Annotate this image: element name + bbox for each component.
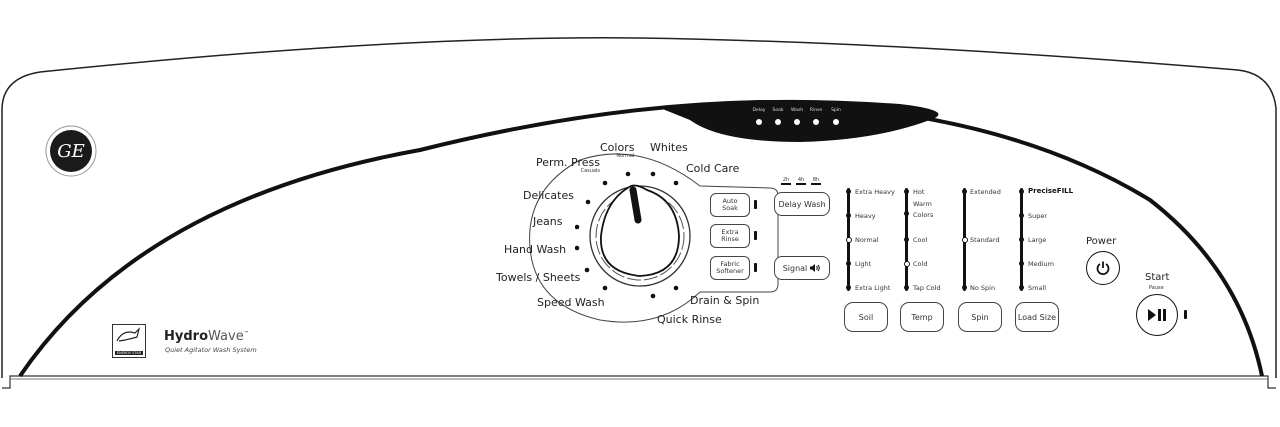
spin-label-extended: Extended [970,188,1001,196]
spin-dot-standard-selected [962,237,968,243]
status-label-spin: Spin [831,108,841,113]
load-dot-precisefill [1019,189,1024,194]
soil-dot-heavy [846,213,851,218]
pause-label: Pause [1149,285,1164,291]
load-size-button[interactable]: Load Size [1015,302,1059,332]
cycle-drain-spin[interactable]: Drain & Spin [690,294,760,307]
cycle-delicates[interactable]: Delicates [523,189,574,202]
power-label: Power [1086,236,1117,247]
energy-star-badge: ENERGY STAR [112,324,146,358]
dial-pointer-icon [629,186,642,224]
load-dot-small [1019,285,1024,290]
load-dot-large [1019,237,1024,242]
cycle-cold-care[interactable]: Cold Care [686,162,740,175]
dial-position-dots [575,171,679,299]
load-dot-super [1019,213,1024,218]
cycle-hand-wash[interactable]: Hand Wash [504,243,567,256]
load-label-medium: Medium [1028,260,1054,268]
start-pause-button[interactable] [1136,294,1178,336]
soil-dot-normal-selected [846,237,852,243]
status-led-rinse [813,119,819,125]
svg-text:GE: GE [57,141,85,162]
load-dot-medium [1019,261,1024,266]
temp-label-colors: Colors [913,211,934,219]
ge-logo: GE [44,124,98,178]
load-label-super: Super [1028,212,1048,220]
soil-label-light: Light [855,260,872,268]
auto-soak-indicator [754,200,757,209]
delay-8h-indicator: 8h [811,177,821,185]
cycle-quick-rinse[interactable]: Quick Rinse [657,313,722,326]
ge-monogram-icon: GE [45,125,97,177]
temp-button[interactable]: Temp [900,302,944,332]
cycle-whites[interactable]: Whites [650,141,688,154]
delay-4h-indicator: 4h [796,177,806,185]
extra-rinse-indicator [754,231,757,240]
temp-label-tap-cold: Tap Cold [913,284,941,292]
soil-dot-light [846,261,851,266]
soil-dot-extra-heavy [846,189,851,194]
cycle-towels-sheets[interactable]: Towels / Sheets [496,271,581,284]
temp-dot-cold-selected [904,261,910,267]
power-icon [1096,261,1110,275]
product-name: HydroWave™ [164,329,249,344]
start-indicator [1184,310,1187,319]
status-label-rinse: Rinse [809,108,823,113]
delay-wash-button[interactable]: Delay Wash [774,192,830,216]
status-led-spin [833,119,839,125]
status-led-soak [775,119,781,125]
temp-label-cool: Cool [913,236,928,244]
temp-label-cold: Cold [913,260,928,268]
temp-dot-warm-colors [904,211,909,216]
soil-label-normal: Normal [855,236,879,244]
temp-dot-hot [904,189,909,194]
load-label-small: Small [1028,284,1047,292]
spin-label-no-spin: No Spin [970,284,996,292]
start-label: Start [1145,272,1170,283]
soil-label-heavy: Heavy [855,212,876,220]
load-label-large: Large [1028,236,1047,244]
speaker-volume-icon [810,264,821,272]
status-led-delay [756,119,762,125]
cycle-jeans[interactable]: Jeans [533,215,563,228]
temp-label-warm: Warm [913,200,932,208]
cycle-colors[interactable]: Colors Normal [600,141,635,159]
temp-label-hot: Hot [913,188,925,196]
play-pause-icon [1148,309,1166,321]
power-button[interactable] [1086,251,1120,285]
signal-button[interactable]: Signal [774,256,830,280]
cycle-dial[interactable] [575,160,705,300]
spin-dot-extended [962,189,967,194]
temp-dot-tap-cold [904,285,909,290]
cycle-speed-wash[interactable]: Speed Wash [537,296,605,309]
spin-dot-no-spin [962,285,967,290]
status-led-wash [794,119,800,125]
soil-label-extra-light: Extra Light [855,284,891,292]
soil-label-extra-heavy: Extra Heavy [855,188,895,196]
load-label-precisefill: PreciseFILL [1028,187,1074,195]
energy-star-label: ENERGY STAR [115,351,143,355]
dial-knob[interactable] [600,184,680,277]
soil-dot-extra-light [846,285,851,290]
product-tagline: Quiet Agitator Wash System [165,346,257,354]
cycle-perm-press[interactable]: Perm. Press Casuals [536,156,600,174]
delay-2h-indicator: 2h [781,177,791,185]
spin-label-standard: Standard [970,236,1000,244]
status-label-soak: Soak [772,108,784,113]
energy-star-icon [116,327,141,342]
temp-dot-cool [904,237,909,242]
spin-button[interactable]: Spin [958,302,1002,332]
fabric-softener-indicator [754,263,757,272]
status-label-delay: Delay [752,108,766,113]
soil-button[interactable]: Soil [844,302,888,332]
status-label-wash: Wash [790,108,804,113]
